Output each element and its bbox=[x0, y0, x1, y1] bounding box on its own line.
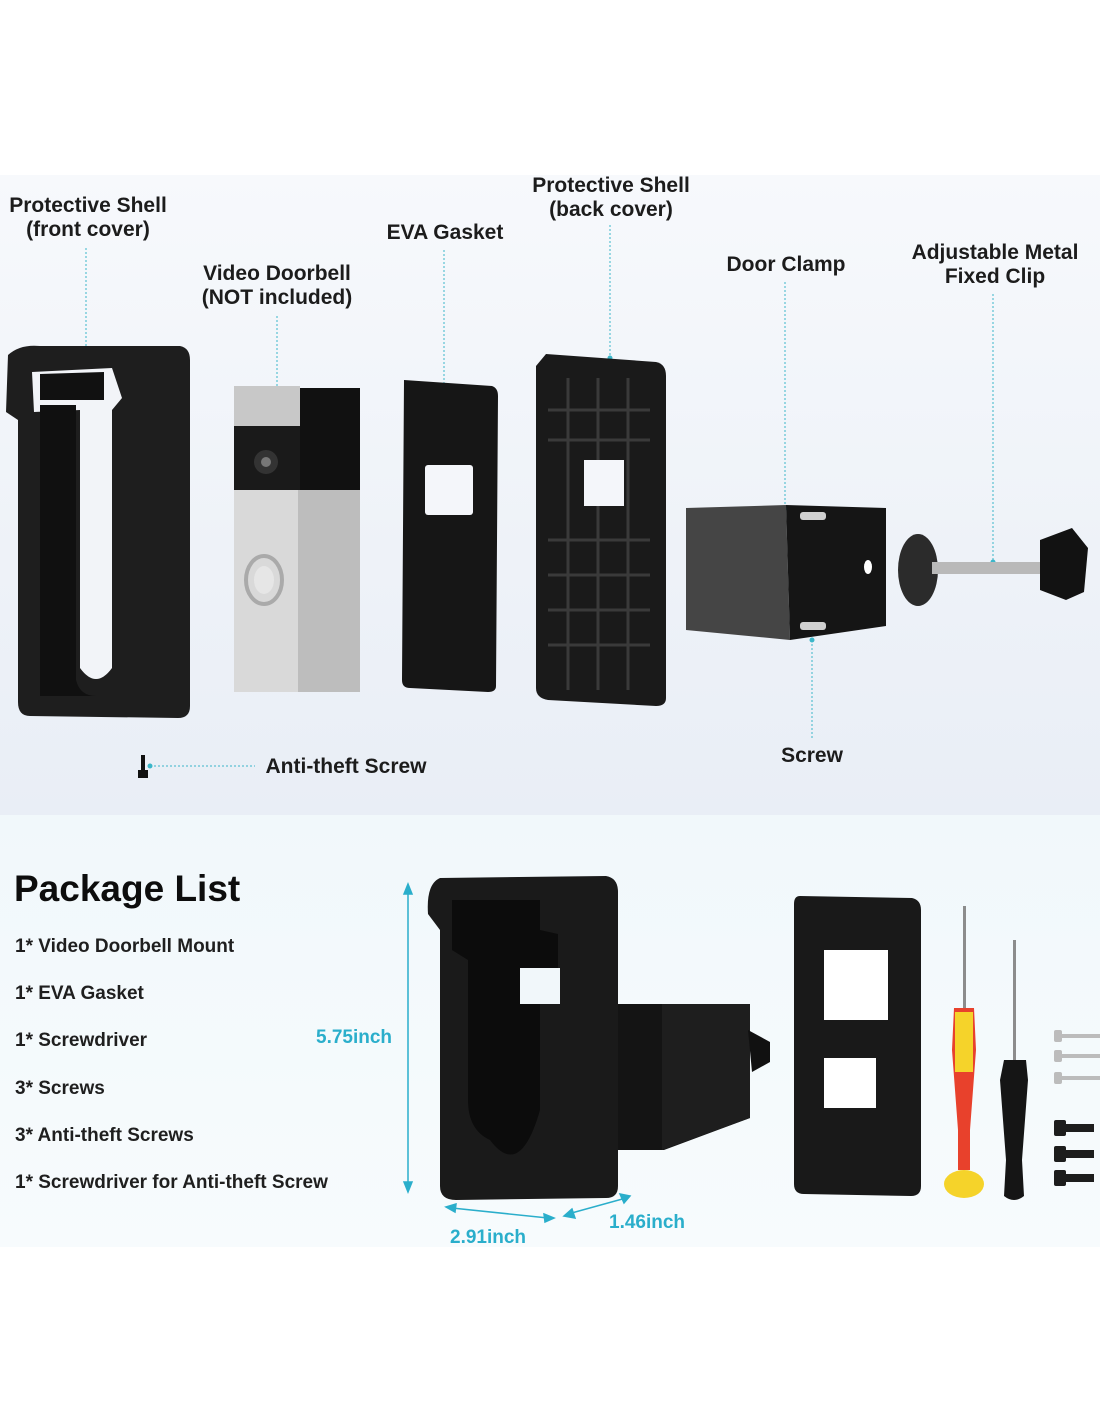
package-list-title: Package List bbox=[14, 868, 241, 909]
label-front-cover: Protective Shell (front cover) bbox=[9, 194, 167, 242]
package-item: 1* Video Doorbell Mount bbox=[15, 936, 235, 957]
front-cover-shape bbox=[6, 345, 190, 718]
label-back-cover: Protective Shell (back cover) bbox=[532, 174, 690, 222]
package-item: 1* Screwdriver bbox=[15, 1030, 148, 1051]
dimension-height: 5.75inch bbox=[316, 1027, 393, 1048]
label-door-clamp: Door Clamp bbox=[726, 253, 845, 277]
label-line: Video Doorbell bbox=[203, 262, 351, 285]
label-anti-theft-screw: Anti-theft Screw bbox=[265, 755, 426, 779]
label-clip: Adjustable Metal Fixed Clip bbox=[912, 241, 1079, 289]
eva-gasket-shape bbox=[402, 380, 498, 692]
label-line: (back cover) bbox=[549, 198, 673, 221]
package-item: 1* Screwdriver for Anti-theft Screw bbox=[15, 1172, 328, 1193]
package-item: 3* Screws bbox=[15, 1078, 105, 1099]
label-gasket: EVA Gasket bbox=[387, 221, 504, 245]
label-line: EVA Gasket bbox=[386, 221, 504, 244]
screwdriver-shape bbox=[944, 906, 984, 1198]
label-line: Fixed Clip bbox=[944, 265, 1046, 288]
dimension-arrows bbox=[402, 881, 632, 1224]
package-item: 3* Anti-theft Screws bbox=[15, 1125, 194, 1146]
door-clamp-shape bbox=[686, 505, 886, 640]
video-doorbell-shape bbox=[234, 386, 360, 692]
label-doorbell: Video Doorbell (NOT included) bbox=[202, 262, 353, 310]
dimension-depth: 1.46inch bbox=[609, 1212, 686, 1233]
label-line: (NOT included) bbox=[201, 286, 353, 309]
label-line: Protective Shell bbox=[9, 194, 167, 217]
label-line: Protective Shell bbox=[532, 174, 690, 197]
label-line: (front cover) bbox=[26, 218, 150, 241]
back-cover-shape bbox=[536, 354, 666, 706]
leader-lines bbox=[85, 225, 994, 767]
package-gasket-shape bbox=[794, 896, 921, 1196]
label-line: Anti-theft Screw bbox=[265, 755, 427, 778]
label-line: Screw bbox=[781, 744, 843, 767]
metal-clip-shape bbox=[898, 528, 1088, 606]
label-line: Adjustable Metal bbox=[911, 241, 1079, 264]
label-line: Door Clamp bbox=[726, 253, 846, 276]
dimension-width: 2.91inch bbox=[450, 1227, 527, 1248]
assembled-mount-shape bbox=[427, 876, 770, 1200]
screws-shape bbox=[1054, 1030, 1100, 1186]
package-item: 1* EVA Gasket bbox=[15, 983, 144, 1004]
anti-theft-screwdriver-shape bbox=[1000, 940, 1028, 1200]
anti-theft-screw-shape bbox=[138, 755, 148, 778]
label-screw: Screw bbox=[781, 744, 843, 768]
